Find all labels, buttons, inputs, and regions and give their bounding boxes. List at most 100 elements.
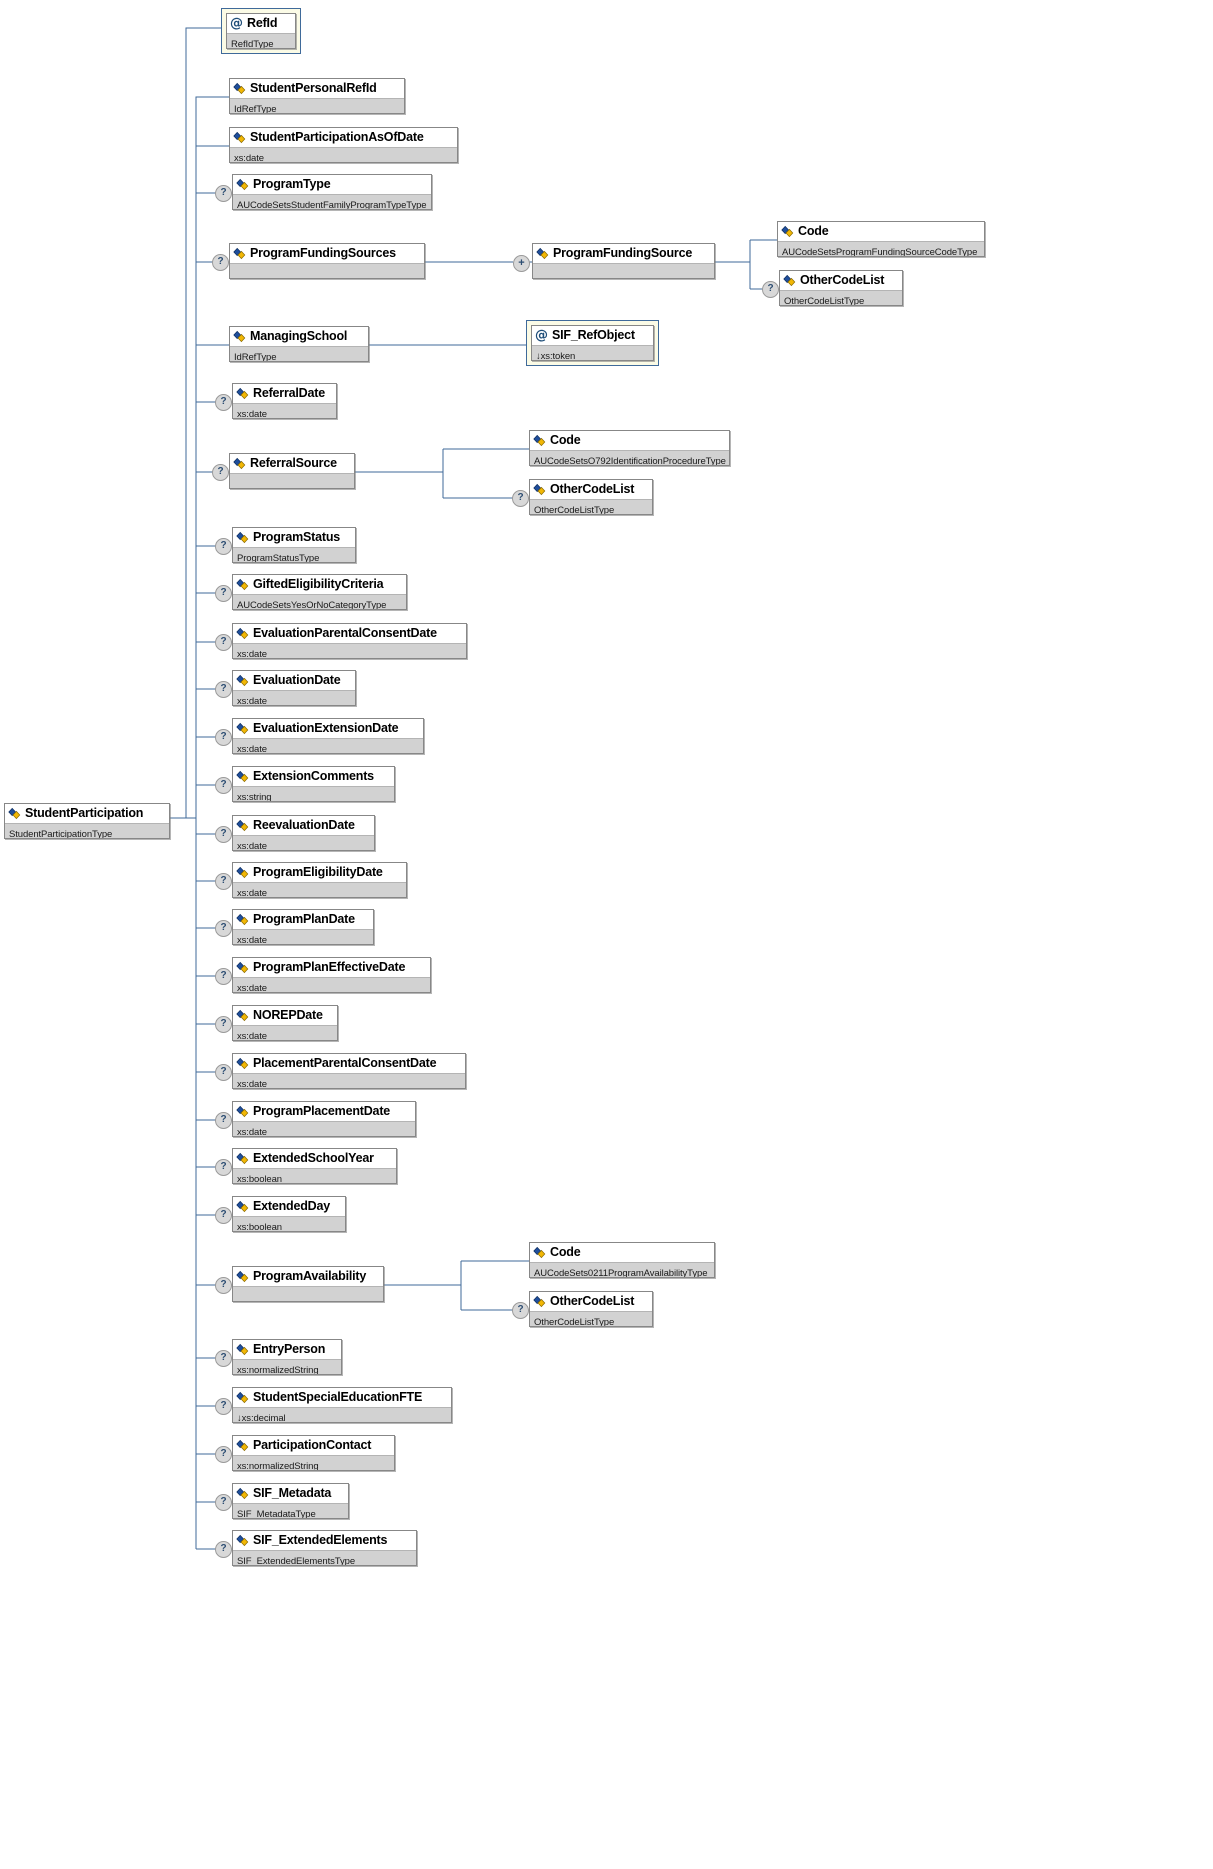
- node-type-text: SIF_ExtendedElementsType: [237, 1556, 356, 1565]
- node-type-text: xs:boolean: [237, 1174, 282, 1183]
- optional-marker-icon: ?: [215, 1064, 232, 1081]
- element-icon: [236, 1343, 249, 1356]
- node-type-text: StudentParticipationType: [9, 829, 113, 838]
- node-type-bar: xs:boolean: [233, 1216, 345, 1231]
- node-type-text: xs:boolean: [237, 1222, 282, 1231]
- schema-node-evaluationdate[interactable]: EvaluationDate xs:date: [232, 670, 356, 706]
- node-type-text: xs:date: [237, 696, 267, 705]
- node-type-bar: [230, 263, 424, 278]
- node-label: EntryPerson: [253, 1342, 326, 1356]
- node-label: ProgramPlacementDate: [253, 1104, 391, 1118]
- node-title-row: StudentSpecialEducationFTE: [233, 1388, 451, 1407]
- node-type-text: ↓xs:decimal: [237, 1413, 286, 1422]
- node-label: ReferralSource: [250, 456, 337, 470]
- optional-marker-icon: ?: [215, 1016, 232, 1033]
- node-type-bar: [230, 473, 354, 488]
- node-title-row: ManagingSchool: [230, 327, 368, 346]
- node-type-text: AUCodeSetsYesOrNoCategoryType: [237, 600, 387, 609]
- node-title-row: EvaluationDate: [233, 671, 355, 690]
- schema-node-programeligibilitydate[interactable]: ProgramEligibilityDate xs:date: [232, 862, 407, 898]
- schema-node-entryperson[interactable]: EntryPerson xs:normalizedString: [232, 1339, 342, 1375]
- attribute-icon: @: [230, 16, 243, 31]
- sequence-compositor-icon: +: [513, 255, 530, 272]
- node-type-text: xs:normalizedString: [237, 1365, 319, 1374]
- node-title-row: ProgramFundingSources: [230, 244, 424, 263]
- node-label: GiftedEligibilityCriteria: [253, 577, 384, 591]
- optional-marker-icon: ?: [215, 394, 232, 411]
- node-type-text: OtherCodeListType: [534, 1317, 615, 1326]
- node-type-bar: xs:date: [233, 929, 373, 944]
- node-type-bar: xs:date: [233, 1073, 465, 1088]
- node-type-bar: xs:date: [233, 882, 406, 897]
- node-title-row: StudentPersonalRefId: [230, 79, 404, 98]
- element-icon: [533, 483, 546, 496]
- node-type-text: SIF_MetadataType: [237, 1509, 316, 1518]
- schema-node-referralsource[interactable]: ReferralSource: [229, 453, 355, 489]
- schema-node-programfundingsource[interactable]: ProgramFundingSource: [532, 243, 715, 279]
- optional-marker-icon: ?: [215, 873, 232, 890]
- node-title-row: StudentParticipation: [5, 804, 169, 823]
- node-type-text: ProgramStatusType: [237, 553, 320, 562]
- node-type-text: ↓xs:token: [536, 351, 576, 360]
- node-title-row: ReferralSource: [230, 454, 354, 473]
- element-icon: [536, 247, 549, 260]
- node-type-text: AUCodeSets0211ProgramAvailabilityType: [534, 1268, 708, 1277]
- node-type-text: xs:date: [237, 409, 267, 418]
- node-title-row: OtherCodeList: [530, 480, 652, 499]
- schema-node-programfundingsources[interactable]: ProgramFundingSources: [229, 243, 425, 279]
- node-title-row: ProgramAvailability: [233, 1267, 383, 1286]
- schema-node-studentspecialeducationfte[interactable]: StudentSpecialEducationFTE ↓xs:decimal: [232, 1387, 452, 1423]
- root-node-student-participation[interactable]: StudentParticipation StudentParticipatio…: [4, 803, 170, 839]
- node-title-row: OtherCodeList: [530, 1292, 652, 1311]
- node-label: ProgramEligibilityDate: [253, 865, 383, 879]
- element-icon: [236, 770, 249, 783]
- node-type-bar: xs:date: [233, 977, 430, 992]
- node-title-row: ProgramType: [233, 175, 431, 194]
- schema-node-sif-refobject[interactable]: @SIF_RefObject↓xs:token: [526, 320, 659, 366]
- schema-node-programavailability[interactable]: ProgramAvailability: [232, 1266, 384, 1302]
- node-label: ProgramType: [253, 177, 331, 191]
- node-label: StudentParticipationAsOfDate: [250, 130, 424, 144]
- node-type-bar: [233, 1286, 383, 1301]
- element-icon: [236, 1439, 249, 1452]
- optional-marker-icon: ?: [215, 1159, 232, 1176]
- node-type-bar: xs:normalizedString: [233, 1359, 341, 1374]
- node-type-text: AUCodeSetsStudentFamilyProgramTypeType: [237, 200, 427, 209]
- node-type-text: xs:string: [237, 792, 272, 801]
- optional-marker-icon: ?: [215, 1494, 232, 1511]
- node-label: ReevaluationDate: [253, 818, 355, 832]
- node-type-text: xs:date: [237, 888, 267, 897]
- node-type-bar: AUCodeSetsStudentFamilyProgramTypeType: [233, 194, 431, 209]
- node-title-row: GiftedEligibilityCriteria: [233, 575, 406, 594]
